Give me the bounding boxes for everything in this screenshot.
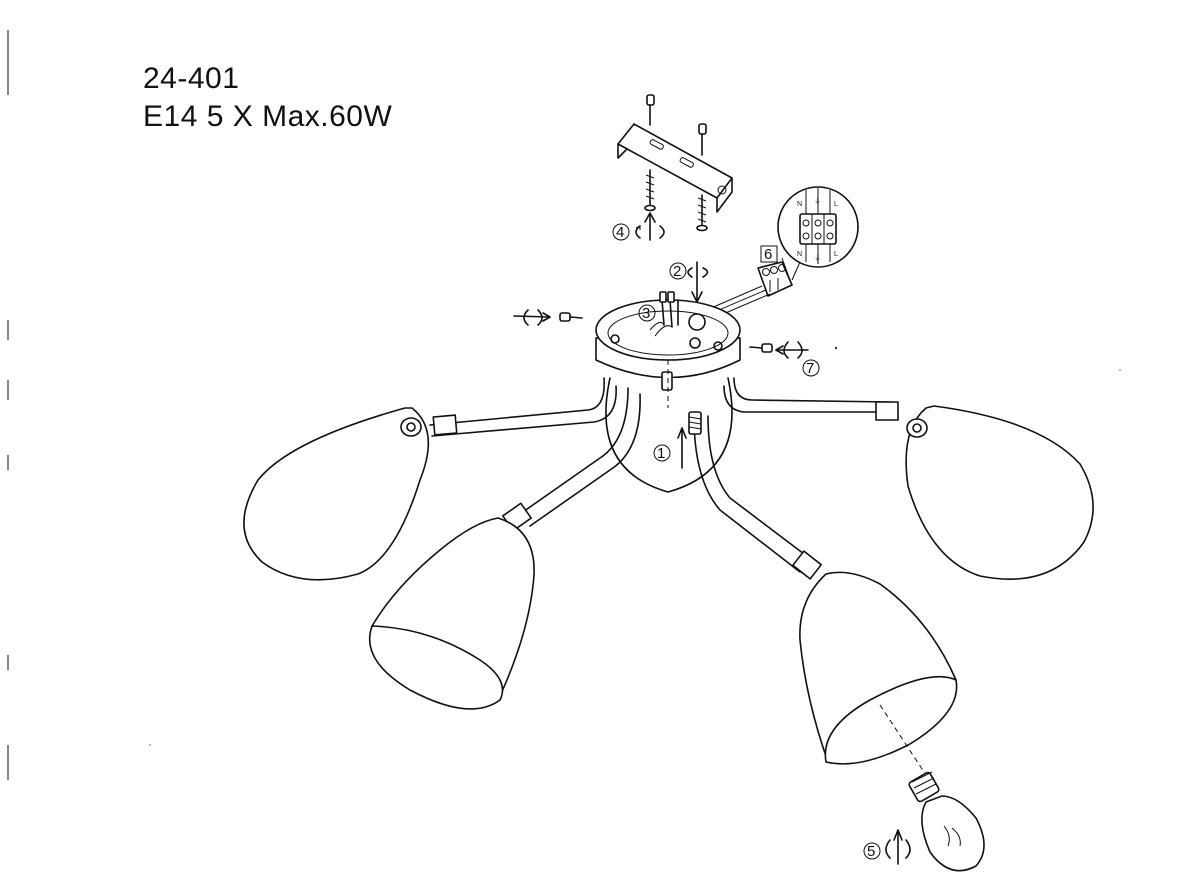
ceiling-screw-right — [696, 123, 708, 232]
step-5-marker: 5 — [863, 842, 881, 860]
lamp-shade-front-right — [799, 571, 958, 779]
ceiling-canopy — [595, 299, 741, 379]
svg-text:N: N — [797, 251, 802, 258]
svg-text:L: L — [834, 251, 838, 258]
canopy-wires — [649, 291, 679, 337]
svg-text:1: 1 — [657, 445, 665, 462]
rotate-arrow-icon — [635, 225, 665, 239]
bulb-spec: E14 5 X Max.60W — [143, 100, 393, 133]
model-number: 24-401 — [143, 62, 240, 95]
central-hub — [605, 360, 733, 493]
svg-text:6: 6 — [764, 246, 772, 263]
rotate-arrow-icon — [885, 829, 911, 865]
svg-text:5: 5 — [867, 843, 875, 860]
step-1-marker: 1 — [653, 444, 671, 462]
mounting-bracket — [617, 123, 733, 213]
svg-text:N: N — [797, 201, 802, 208]
lamp-shade-far-right — [905, 405, 1094, 580]
svg-text:L: L — [834, 201, 838, 208]
svg-text:2: 2 — [673, 263, 681, 280]
title-block: 24-401 E14 5 X Max.60W — [143, 60, 392, 136]
terminal-block-detail: N ⏚ L N ⏚ L — [777, 186, 859, 281]
lamp-shade-front-left — [368, 517, 535, 710]
svg-text:3: 3 — [642, 305, 650, 322]
svg-text:⏚: ⏚ — [814, 254, 821, 262]
insert-down-arrow-icon — [687, 261, 709, 303]
push-up-arrow-icon — [644, 212, 656, 241]
side-screw-right — [749, 341, 809, 359]
step-6-marker: 6 — [760, 245, 778, 263]
svg-text:⏚: ⏚ — [814, 197, 821, 205]
side-screw-left — [513, 309, 583, 326]
lamp-shade-far-left — [243, 407, 430, 581]
threaded-rod — [677, 411, 702, 469]
svg-text:7: 7 — [806, 360, 814, 377]
step-3-marker: 3 — [638, 304, 656, 322]
light-bulb — [908, 771, 985, 872]
step-2-marker: 2 — [669, 262, 687, 280]
svg-text:4: 4 — [616, 224, 624, 241]
step-4-marker: 4 — [612, 223, 630, 241]
step-7-marker: 7 — [802, 359, 820, 377]
ceiling-screw-left — [644, 94, 656, 212]
scan-specks — [149, 346, 1121, 746]
